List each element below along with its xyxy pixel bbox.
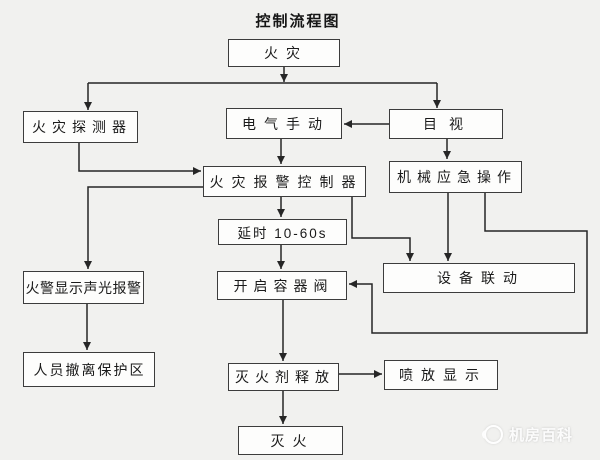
node-alarm-display-label: 火警显示声光报警 xyxy=(25,279,142,296)
node-alarm-display: 火警显示声光报警 xyxy=(23,271,144,304)
edge-controller-alarmdisplay xyxy=(84,186,203,269)
node-evacuate-label: 人员撤离保护区 xyxy=(33,361,146,378)
node-delay-label: 延时 10-60s xyxy=(237,226,328,241)
node-visual: 目视 xyxy=(389,109,503,139)
node-evacuate: 人员撤离保护区 xyxy=(23,352,155,387)
node-extinguish-label: 灭火 xyxy=(270,432,315,449)
node-fire-detector-label: 火灾探测器 xyxy=(32,119,132,135)
edge-mechanical-valve xyxy=(349,193,588,334)
node-equipment-linkage: 设备联动 xyxy=(383,263,575,293)
node-spray-display-label: 喷放显示 xyxy=(399,367,487,383)
node-open-valve: 开启容器阀 xyxy=(217,271,347,300)
edge-controller-linkage xyxy=(351,197,414,261)
node-extinguish: 灭火 xyxy=(238,426,343,455)
node-open-valve-label: 开启容器阀 xyxy=(233,277,334,294)
node-electric-manual-label: 电气手动 xyxy=(242,115,330,132)
node-agent-release: 灭火剂释放 xyxy=(228,363,339,391)
node-spray-display: 喷放显示 xyxy=(384,360,498,390)
node-fire: 火灾 xyxy=(228,39,340,67)
node-agent-release-label: 灭火剂释放 xyxy=(235,369,335,385)
node-mechanical-emergency-label: 机械应急操作 xyxy=(397,169,517,185)
node-fire-alarm-controller: 火灾报警控制器 xyxy=(203,166,366,197)
node-fire-detector: 火灾探测器 xyxy=(23,111,138,143)
node-mechanical-emergency: 机械应急操作 xyxy=(389,161,522,193)
node-fire-label: 火灾 xyxy=(264,45,308,61)
page-title: 控制流程图 xyxy=(255,13,341,30)
node-electric-manual: 电气手动 xyxy=(226,108,342,139)
node-equipment-linkage-label: 设备联动 xyxy=(437,270,525,286)
node-fire-alarm-controller-label: 火灾报警控制器 xyxy=(209,173,364,190)
node-visual-label: 目视 xyxy=(423,116,475,132)
edge-detector-controller xyxy=(78,143,201,175)
node-delay: 延时 10-60s xyxy=(218,219,347,245)
